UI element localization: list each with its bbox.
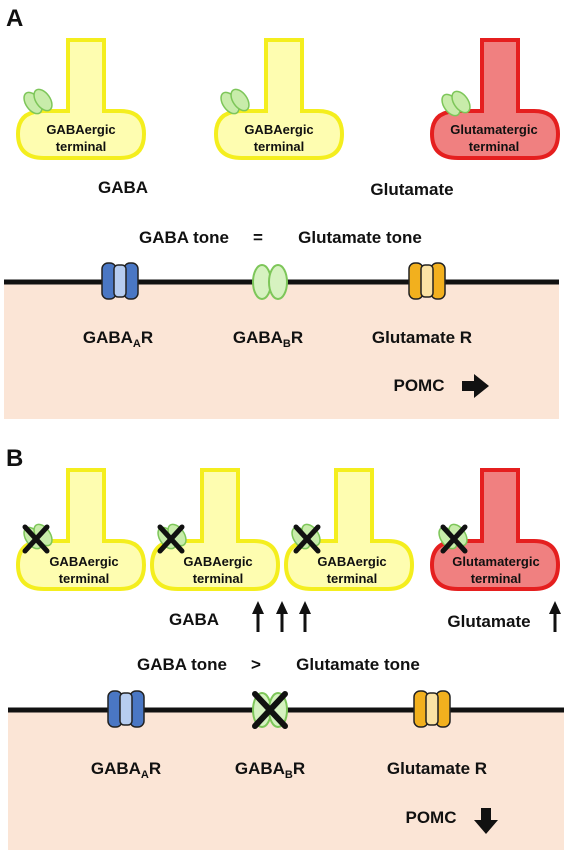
release-label-glutamate: Glutamate xyxy=(447,612,530,631)
tone-right: Glutamate tone xyxy=(298,228,422,247)
terminal-label-line2: terminal xyxy=(469,139,520,154)
receptor-label-gabab: GABABR xyxy=(235,759,305,781)
terminal-label-line1: Glutamatergic xyxy=(452,554,539,569)
terminal-label-line1: GABAergic xyxy=(244,122,313,137)
tone-right: Glutamate tone xyxy=(296,655,420,674)
terminal-b-1: GABAergic terminal xyxy=(15,468,147,591)
terminal-label-line2: terminal xyxy=(59,571,110,586)
terminal-label-line1: GABAergic xyxy=(317,554,386,569)
terminal-label-line2: terminal xyxy=(254,139,305,154)
terminal-label-line1: GABAergic xyxy=(46,122,115,137)
panel-a: A GABAergic terminal GABAergic terminal xyxy=(4,5,561,419)
block-x-icon xyxy=(293,524,321,554)
postsynaptic-cell-b xyxy=(8,710,564,850)
release-label-gaba: GABA xyxy=(98,178,148,197)
terminal-label-line1: GABAergic xyxy=(183,554,252,569)
arrow-down-icon xyxy=(474,808,498,834)
terminal-a-1: GABAergic terminal xyxy=(15,38,147,160)
postsynaptic-cell-a xyxy=(4,282,559,419)
panel-b-letter: B xyxy=(6,445,23,472)
terminal-label-line1: Glutamatergic xyxy=(450,122,537,137)
block-x-icon xyxy=(157,524,185,554)
receptor-label-gabaa: GABAAR xyxy=(91,759,161,781)
panel-b: B GABAergic terminal xyxy=(6,445,564,850)
terminal-a-3: Glutamatergic terminal xyxy=(429,38,561,160)
arrow-up-icon xyxy=(252,601,264,632)
vesicle-icon xyxy=(441,90,471,117)
receptor-label-gabaa: GABAAR xyxy=(83,328,153,350)
pomc-label: POMC xyxy=(406,808,457,827)
receptor-label-glutamate: Glutamate R xyxy=(387,759,487,778)
receptor-label-glutamate: Glutamate R xyxy=(372,328,472,347)
terminal-label-line2: terminal xyxy=(56,139,107,154)
terminal-label-line1: GABAergic xyxy=(49,554,118,569)
block-x-icon xyxy=(22,524,50,554)
panel-a-letter: A xyxy=(6,5,23,32)
glutamate-receptor-icon xyxy=(408,262,446,300)
block-x-icon xyxy=(252,691,288,729)
terminal-label-line2: terminal xyxy=(193,571,244,586)
terminal-label-line2: terminal xyxy=(471,571,522,586)
tone-left: GABA tone xyxy=(137,655,227,674)
pomc-label: POMC xyxy=(394,376,445,395)
vesicle-icon xyxy=(220,88,250,115)
tone-left: GABA tone xyxy=(139,228,229,247)
terminal-a-2: GABAergic terminal xyxy=(213,38,345,160)
release-label-glutamate: Glutamate xyxy=(370,180,453,199)
tone-operator: = xyxy=(253,228,263,247)
gabab-receptor-icon xyxy=(252,264,288,300)
gabaa-receptor-icon xyxy=(107,690,145,728)
arrow-up-icon xyxy=(276,601,288,632)
release-label-gaba: GABA xyxy=(169,610,219,629)
terminal-b-2: GABAergic terminal xyxy=(149,468,281,591)
arrow-right-icon xyxy=(462,374,489,398)
vesicle-icon xyxy=(23,88,53,115)
glutamate-receptor-icon xyxy=(413,690,451,728)
block-x-icon xyxy=(440,524,468,554)
tone-operator: > xyxy=(251,655,261,674)
arrow-up-icon xyxy=(299,601,311,632)
gabaa-receptor-icon xyxy=(101,262,139,300)
terminal-label-line2: terminal xyxy=(327,571,378,586)
receptor-label-gabab: GABABR xyxy=(233,328,303,350)
up-arrows-gaba xyxy=(252,601,311,632)
terminal-b-4: Glutamatergic terminal xyxy=(429,468,561,591)
arrow-up-icon xyxy=(549,601,561,632)
terminal-b-3: GABAergic terminal xyxy=(283,468,415,591)
